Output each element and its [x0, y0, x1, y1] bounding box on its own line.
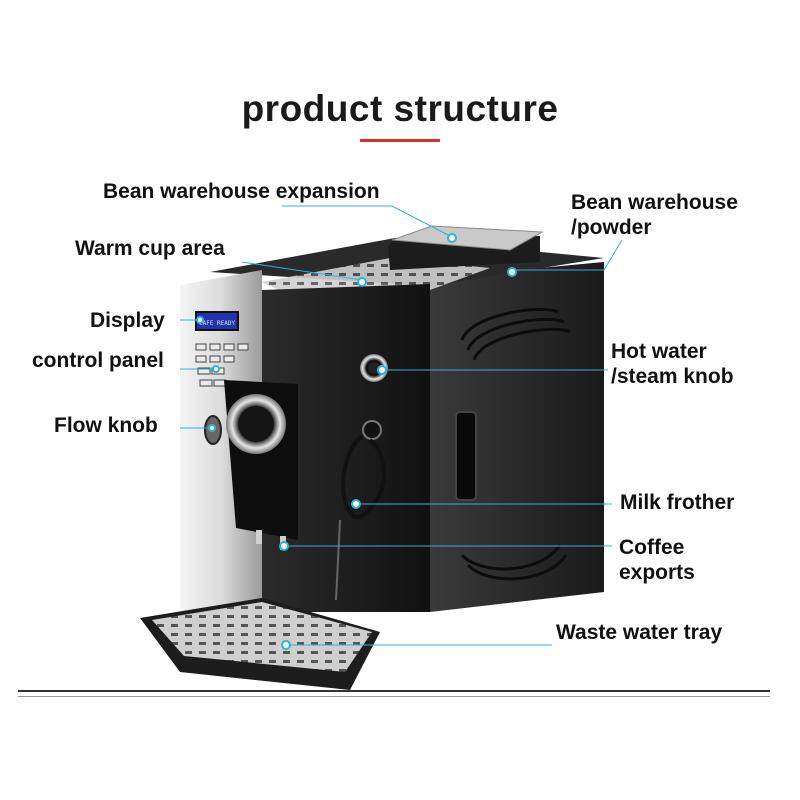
callout-text: Bean warehouse: [571, 191, 738, 214]
callout-hot-water-steam-knob: Hot water /steam knob: [611, 339, 734, 389]
machine-side-panel: [430, 262, 604, 612]
callout-bean-warehouse-expansion: Bean warehouse expansion: [103, 179, 380, 204]
page-title: product structure: [241, 88, 559, 129]
callout-milk-frother: Milk frother: [620, 490, 734, 515]
callout-display: Display: [90, 308, 165, 333]
callout-text: /steam knob: [611, 365, 734, 388]
callout-text: /powder: [571, 216, 652, 239]
callout-text: Flow knob: [54, 414, 158, 437]
callout-text: Milk frother: [620, 491, 735, 514]
side-handle: [455, 411, 477, 501]
leader-endpoints: [196, 233, 517, 650]
bottom-rule-thin: [18, 696, 770, 697]
side-vent-top: [460, 307, 571, 361]
title-underline: [360, 139, 440, 142]
lcd-display: [195, 311, 239, 331]
callout-text: Bean warehouse expansion: [103, 180, 380, 203]
callout-text: Display: [90, 309, 165, 332]
callout-text: Hot water: [611, 340, 707, 363]
callout-bean-warehouse-powder: Bean warehouse /powder: [571, 190, 738, 240]
callout-waste-water-tray: Waste water tray: [556, 620, 722, 645]
bean-hopper-lid: [391, 225, 544, 251]
callout-control-panel: control panel: [32, 348, 164, 373]
milk-frother-wand: [341, 434, 387, 520]
leader-lines: [180, 205, 623, 646]
lcd-display-text: CAFE READY: [199, 320, 236, 327]
drip-tray-grate: [152, 602, 372, 672]
control-buttons: [195, 343, 249, 387]
machine-front: [262, 284, 430, 612]
side-vent-bottom: [460, 544, 568, 581]
callout-text: control panel: [32, 349, 164, 372]
callout-text: Warm cup area: [75, 237, 225, 260]
bottom-rule: [18, 690, 770, 692]
callout-flow-knob: Flow knob: [54, 413, 158, 438]
callout-text: exports: [619, 561, 695, 584]
callout-coffee-exports: Coffee exports: [619, 535, 695, 585]
callout-warm-cup-area: Warm cup area: [75, 236, 225, 261]
callout-text: Waste water tray: [556, 621, 723, 644]
callout-text: Coffee: [619, 536, 685, 559]
